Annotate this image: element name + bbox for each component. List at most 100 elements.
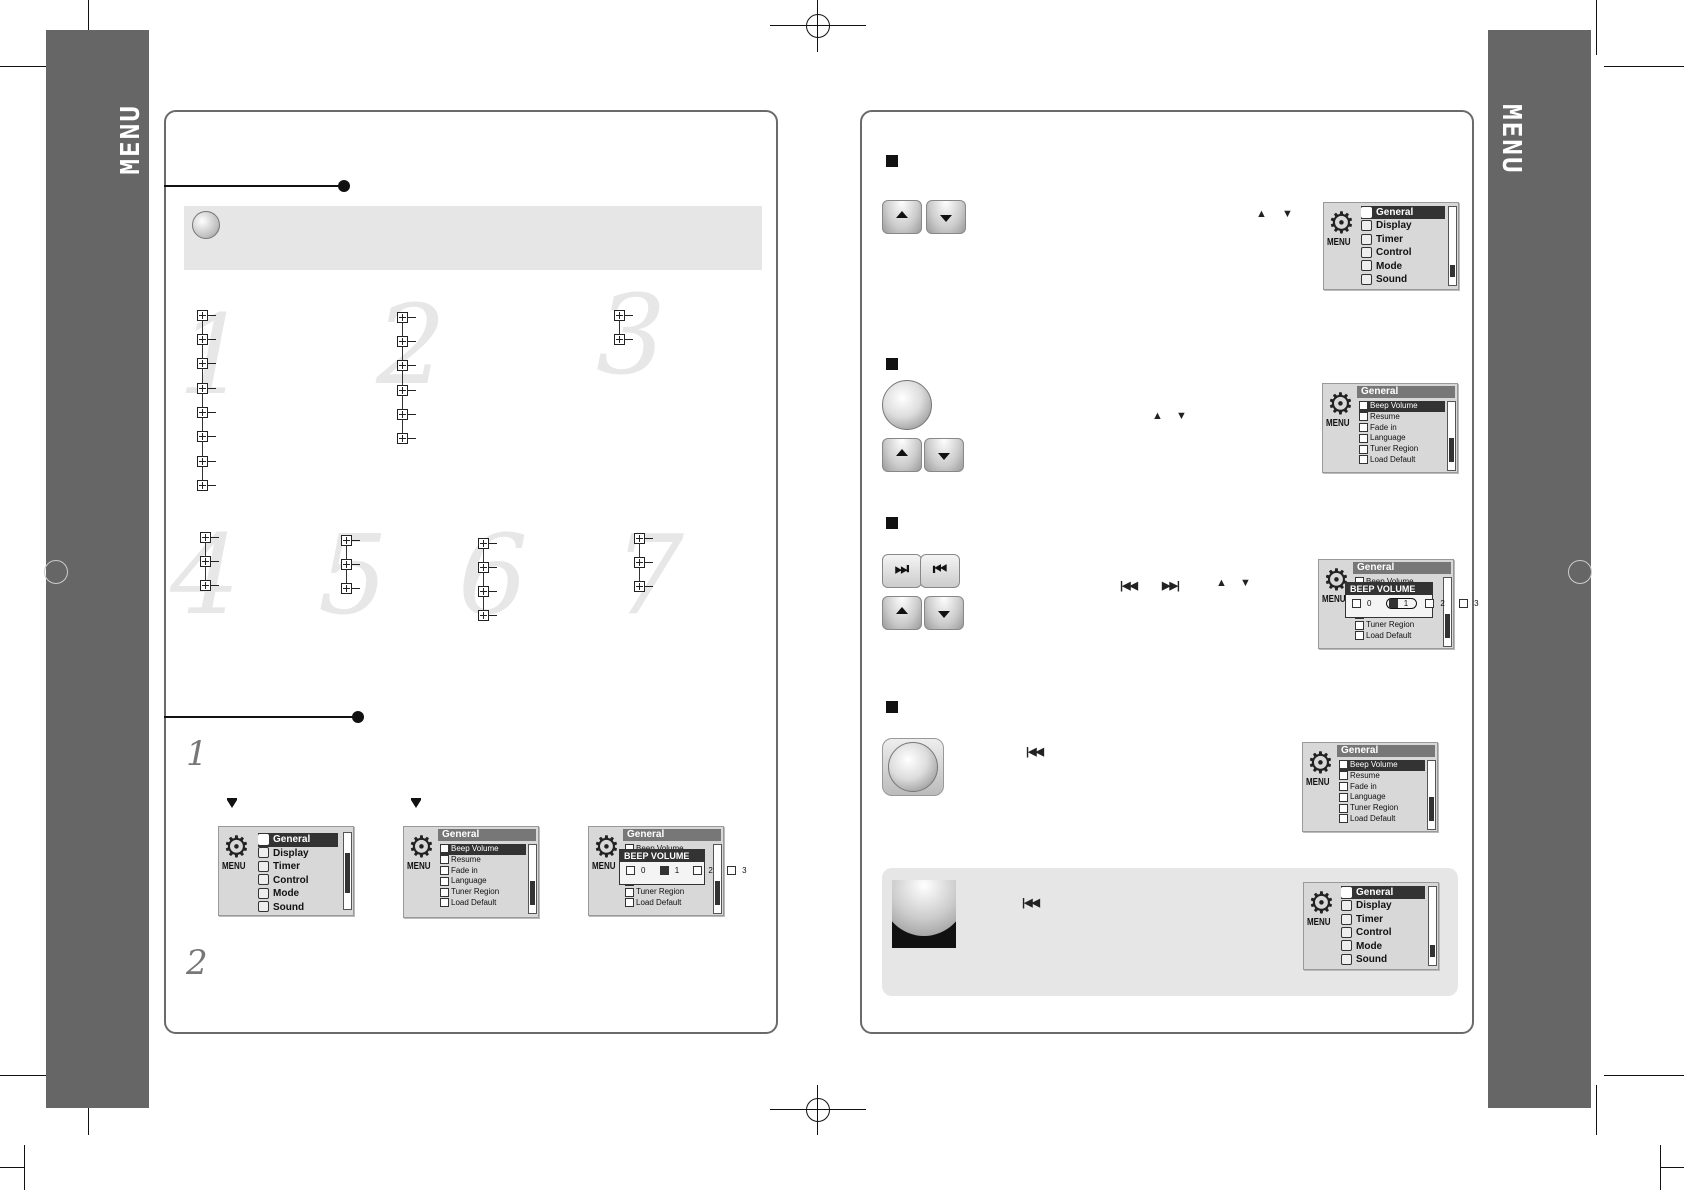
sound-icon [1341,953,1352,965]
plus-box-icon [1339,814,1348,824]
up-button[interactable] [882,200,922,234]
menu-round-button[interactable] [882,380,932,430]
submenu-item-tuner-region[interactable]: Tuner Region [440,887,526,898]
beep-option-3[interactable]: 3 [1459,599,1484,609]
submenu-item-load-default[interactable]: Load Default [625,898,711,909]
tree-number-5: 5 [318,511,388,639]
submenu-item-beep-volume[interactable]: Beep Volume [1359,401,1445,412]
up-button[interactable] [882,596,922,630]
tree-node-icon [197,358,216,369]
menu-item-mode[interactable]: Mode [258,887,338,901]
beep-option-1[interactable]: 1 [659,866,685,876]
beep-volume-popup: BEEP VOLUME 0 1 2 3 [619,849,747,885]
submenu-item-language[interactable]: Language [1359,433,1445,444]
submenu-item-language[interactable]: Language [440,876,526,887]
lcd-beep-volume-popup: ⚙ MENU General Beep Volume Resume Fade i… [1318,559,1479,649]
menu-item-general[interactable]: General [258,833,338,847]
scrollbar[interactable] [1428,886,1437,966]
previous-button[interactable]: ⏮ [920,554,960,588]
crop-mark [24,1145,25,1190]
timer-icon [258,860,269,872]
submenu-item-load-default[interactable]: Load Default [1339,814,1425,825]
tree-number-6: 6 [458,511,528,639]
tree-node-icon [397,433,416,444]
beep-option-2[interactable]: 2 [693,866,718,876]
scrollbar[interactable] [713,844,722,914]
down-button[interactable] [926,200,966,234]
plus-box-icon [1339,781,1348,791]
menu-item-mode[interactable]: Mode [1341,940,1425,953]
beep-option-0[interactable]: 0 [1352,599,1377,609]
registration-mark [44,560,68,584]
menu-item-display[interactable]: Display [258,847,338,861]
submenu-item-tuner-region[interactable]: Tuner Region [625,887,711,898]
submenu-item-resume[interactable]: Resume [440,855,526,866]
general-submenu-list: Beep Volume Resume Fade in Language Tune… [1359,401,1445,466]
menu-item-display[interactable]: Display [1361,219,1445,232]
menu-item-general[interactable]: General [1361,206,1445,220]
main-menu-list: General Display Timer Control Mode Sound [1361,206,1445,286]
submenu-item-load-default[interactable]: Load Default [1355,631,1441,642]
down-arrow-icon: ▼ [1240,577,1251,589]
general-header: General [1357,386,1455,398]
submenu-item-load-default[interactable]: Load Default [440,898,526,909]
submenu-item-language[interactable]: Language [1339,792,1425,803]
menu-label: MENU [1307,917,1331,928]
beep-option-3[interactable]: 3 [727,866,752,876]
scrollbar[interactable] [343,832,352,910]
submenu-item-beep-volume[interactable]: Beep Volume [1339,760,1425,771]
submenu-item-fade-in[interactable]: Fade in [1359,423,1445,434]
tree-node-icon [614,310,633,321]
beep-option-2[interactable]: 2 [1425,599,1450,609]
submenu-item-resume[interactable]: Resume [1359,412,1445,423]
tree-node-icon [478,610,497,621]
submenu-item-fade-in[interactable]: Fade in [1339,782,1425,793]
menu-item-general[interactable]: General [1341,886,1425,900]
scrollbar[interactable] [1447,401,1456,471]
mode-icon [1361,260,1372,272]
popup-title: BEEP VOLUME [1346,583,1432,595]
scrollbar[interactable] [1448,206,1457,286]
submenu-item-tuner-region[interactable]: Tuner Region [1359,444,1445,455]
general-submenu-list: Beep Volume Resume Fade in Language Tune… [440,844,526,909]
menu-item-display[interactable]: Display [1341,899,1425,912]
next-button[interactable]: ⏭ [882,554,922,588]
up-button[interactable] [882,438,922,472]
menu-item-timer[interactable]: Timer [1361,233,1445,246]
step-bullet [886,517,898,529]
general-header: General [1337,745,1435,757]
menu-round-button[interactable] [888,742,938,792]
submenu-item-tuner-region[interactable]: Tuner Region [1355,620,1441,631]
scrollbar[interactable] [1443,577,1452,647]
submenu-item-fade-in[interactable]: Fade in [440,866,526,877]
submenu-item-tuner-region[interactable]: Tuner Region [1339,803,1425,814]
down-button[interactable] [924,596,964,630]
submenu-item-beep-volume[interactable]: Beep Volume [440,844,526,855]
tree-node-icon [397,385,416,396]
plus-box-icon [1339,803,1348,813]
menu-item-control[interactable]: Control [1341,926,1425,939]
plus-box-icon [1359,401,1368,411]
down-button[interactable] [924,438,964,472]
scrollbar[interactable] [528,844,537,914]
tree-node-icon [200,556,219,567]
menu-item-mode[interactable]: Mode [1361,260,1445,273]
general-header: General [438,829,536,841]
menu-item-sound[interactable]: Sound [1341,953,1425,966]
crop-mark [88,0,89,55]
plus-box-icon [1355,620,1364,630]
submenu-item-load-default[interactable]: Load Default [1359,455,1445,466]
menu-item-timer[interactable]: Timer [258,860,338,874]
menu-item-control[interactable]: Control [1361,246,1445,259]
menu-item-control[interactable]: Control [258,874,338,888]
beep-option-0[interactable]: 0 [626,866,651,876]
beep-option-1[interactable]: 1 [1385,598,1418,609]
menu-item-sound[interactable]: Sound [258,901,338,915]
scrollbar[interactable] [1427,760,1436,830]
general-submenu-list: Beep Volume Resume Fade in Language Tune… [1339,760,1425,825]
menu-item-sound[interactable]: Sound [1361,273,1445,286]
submenu-item-resume[interactable]: Resume [1339,771,1425,782]
plus-box-icon [440,876,449,886]
menu-item-timer[interactable]: Timer [1341,913,1425,926]
settings-gear-icon: ⚙ [1328,207,1355,240]
